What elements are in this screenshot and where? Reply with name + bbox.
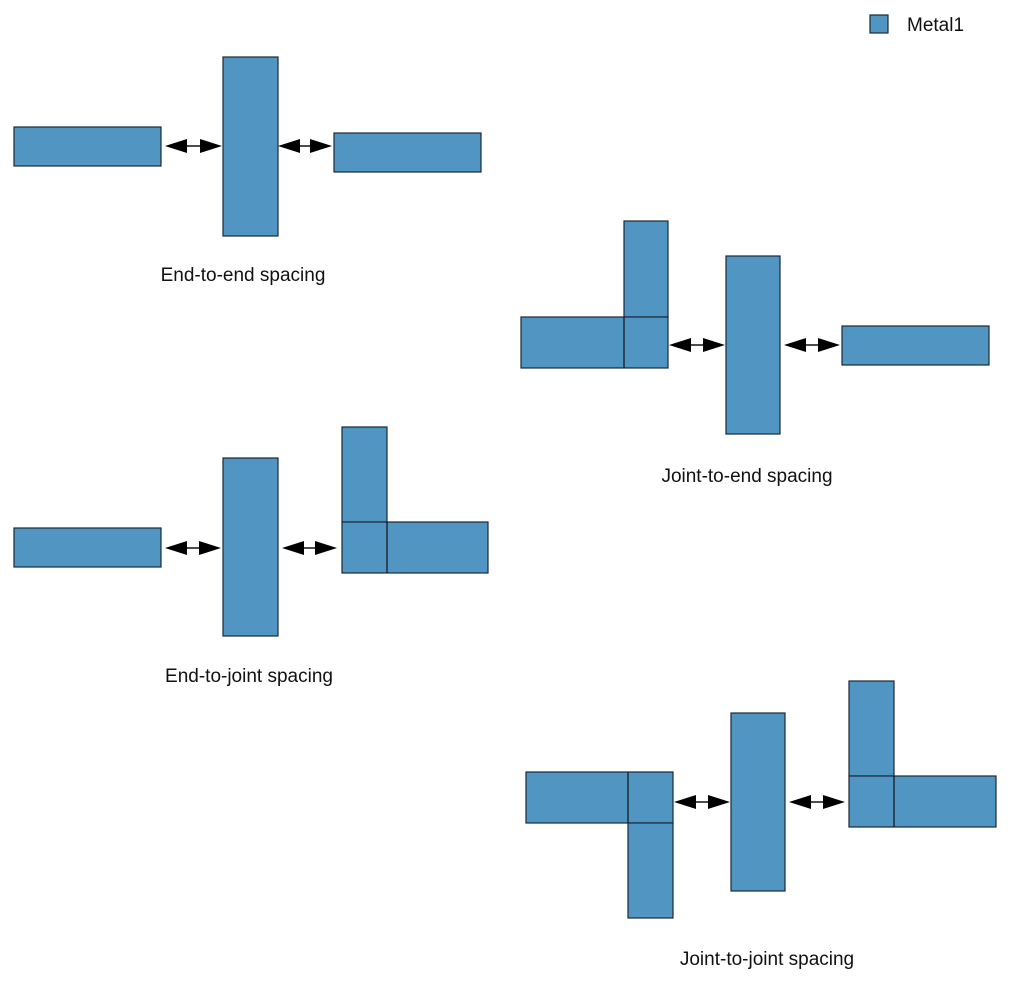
spacing-arrow-left [165, 139, 222, 153]
arrowhead-left-icon [165, 139, 187, 153]
arrowhead-right-icon [310, 139, 332, 153]
arrowhead-left-icon [789, 795, 811, 809]
diagram-label-end-to-end: End-to-end spacing [161, 265, 326, 286]
spacing-arrow-right [278, 139, 332, 153]
l-shaped-metal-joint-right [848, 680, 997, 828]
metal-wire-center [725, 255, 781, 435]
arrowhead-left-icon [282, 541, 304, 555]
diagram-label-joint-to-end: Joint-to-end spacing [661, 466, 832, 487]
metal-vertical-arm [848, 680, 895, 777]
arrowhead-right-icon [199, 541, 221, 555]
diagram-joint-to-joint: Joint-to-joint spacing [525, 680, 997, 970]
arrowhead-right-icon [315, 541, 337, 555]
spacing-arrow-left [165, 541, 221, 555]
metal-horizontal-arm [341, 521, 489, 574]
arrowhead-right-icon [823, 795, 845, 809]
metal-vertical-arm [341, 426, 388, 523]
arrowhead-right-icon [818, 338, 840, 352]
arrowhead-left-icon [674, 795, 696, 809]
arrowhead-left-icon [784, 338, 806, 352]
metal-wire-left [13, 527, 162, 568]
arrowhead-right-icon [703, 338, 725, 352]
metal-wire-center [222, 457, 279, 637]
spacing-arrow-left [669, 338, 725, 352]
metal-wire-center [222, 56, 279, 237]
arrowhead-left-icon [165, 541, 187, 555]
diagram-end-to-end: End-to-end spacing [13, 56, 482, 286]
l-shaped-metal-joint [520, 220, 669, 369]
metal-vertical-arm [627, 822, 674, 919]
diagram-label-joint-to-joint: Joint-to-joint spacing [680, 949, 854, 970]
metal-horizontal-arm [848, 775, 997, 828]
metal-horizontal-arm [520, 316, 669, 369]
legend-swatch-metal1 [869, 14, 889, 34]
l-shaped-metal-joint-left [525, 771, 674, 919]
l-shaped-metal-joint [341, 426, 489, 574]
diagram-end-to-joint: End-to-joint spacing [13, 426, 489, 687]
diagram-label-end-to-joint: End-to-joint spacing [165, 666, 333, 687]
spacing-arrow-right [784, 338, 840, 352]
metal-wire-right [841, 325, 990, 366]
diagram-joint-to-end: Joint-to-end spacing [520, 220, 990, 487]
legend: Metal1 [869, 14, 964, 36]
metal-wire-left [13, 126, 162, 167]
arrowhead-right-icon [200, 139, 222, 153]
arrowhead-right-icon [708, 795, 730, 809]
metal-wire-center [730, 712, 786, 892]
spacing-arrow-left [674, 795, 730, 809]
metal-horizontal-arm [525, 771, 674, 824]
arrowhead-left-icon [278, 139, 300, 153]
arrowhead-left-icon [669, 338, 691, 352]
metal-wire-right [333, 132, 482, 173]
metal-vertical-arm [623, 220, 669, 318]
legend-label-metal1: Metal1 [907, 15, 964, 36]
spacing-arrow-right [282, 541, 337, 555]
spacing-arrow-right [789, 795, 845, 809]
